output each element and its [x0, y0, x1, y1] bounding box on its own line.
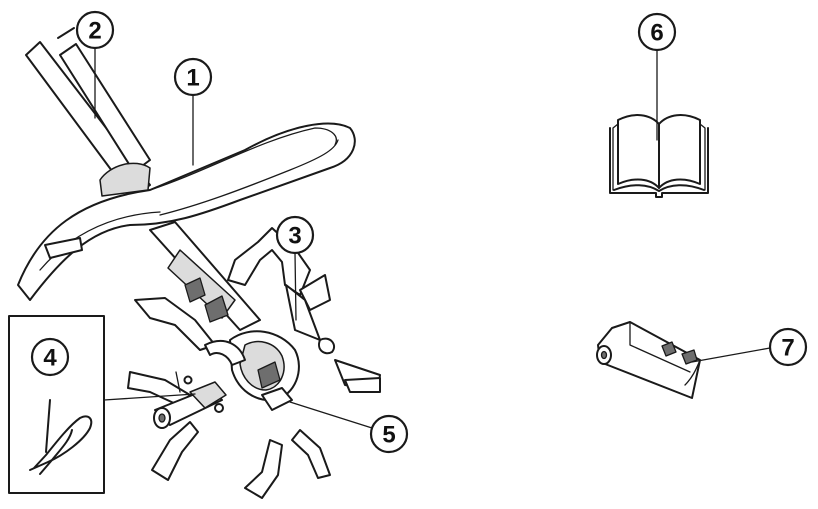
leader-lines [94, 45, 771, 429]
axle-assembly [153, 371, 293, 429]
adapter-part [596, 321, 701, 399]
callout-1-label: 1 [186, 65, 199, 92]
callout-5-label: 5 [382, 422, 395, 449]
callout-2-label: 2 [88, 18, 101, 45]
callout-6-label: 6 [650, 20, 663, 47]
callout-4: 4 [30, 337, 70, 377]
callout-3: 3 [275, 215, 315, 255]
callout-6: 6 [637, 12, 677, 52]
tine-rear [227, 227, 381, 391]
gearbox [149, 221, 300, 402]
callout-7: 7 [768, 327, 808, 367]
callout-5: 5 [369, 414, 409, 454]
shaft-tube [25, 27, 151, 199]
callout-2: 2 [75, 10, 115, 50]
callout-7-label: 7 [781, 335, 794, 362]
callout-3-label: 3 [288, 223, 301, 250]
tine-shield [17, 122, 356, 301]
callout-1: 1 [173, 57, 213, 97]
tine-front [127, 297, 381, 499]
manual-book-icon [609, 114, 709, 198]
callout-4-label: 4 [43, 345, 57, 372]
clip-pin-inset [8, 315, 196, 494]
